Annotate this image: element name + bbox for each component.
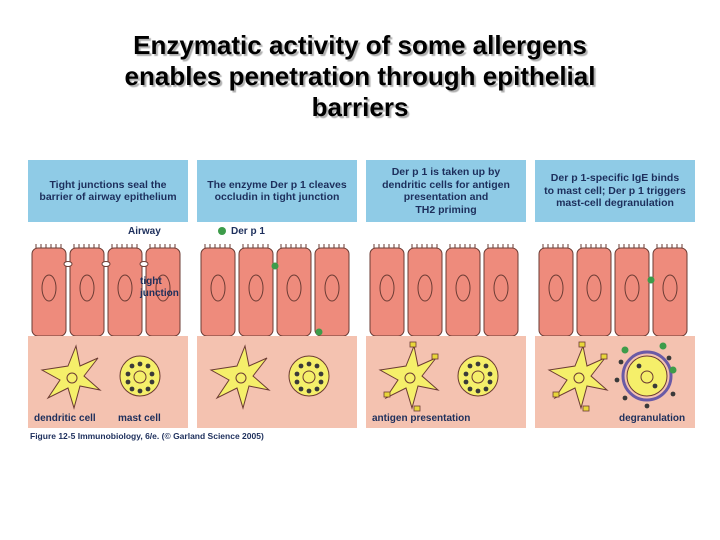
label-tight: tight	[140, 276, 162, 287]
panel-2-header-line-1: The enzyme Der p 1 cleaves	[207, 179, 347, 192]
panel-1-header: Tight junctions seal the barrier of airw…	[28, 160, 188, 222]
panel-3-header-line-1: Der p 1 is taken up by	[382, 166, 510, 179]
panel-2-header-line-2: occludin in tight junction	[207, 191, 347, 204]
panel-2-header: The enzyme Der p 1 cleaves occludin in t…	[197, 160, 357, 222]
label-airway: Airway	[128, 226, 161, 237]
panel-1: Tight junctions seal the barrier of airw…	[28, 160, 188, 428]
panel-2: The enzyme Der p 1 cleaves occludin in t…	[197, 160, 357, 428]
panel-1-header-line-1: Tight junctions seal the	[39, 179, 176, 192]
figure-caption: Figure 12-5 Immunobiology, 6/e. (© Garla…	[30, 431, 264, 441]
label-junction: junction	[140, 288, 179, 299]
label-antigen-presentation: antigen presentation	[372, 413, 470, 424]
slide-title-line-3: barriers	[40, 92, 680, 123]
panel-3-header-line-4: TH2 priming	[382, 204, 510, 217]
slide-title-line-2: enables penetration through epithelial	[40, 61, 680, 92]
label-degranulation: degranulation	[619, 413, 685, 424]
label-mast-cell: mast cell	[118, 413, 161, 424]
panel-1-header-line-2: barrier of airway epithelium	[39, 191, 176, 204]
panel-3: Der p 1 is taken up by dendritic cells f…	[366, 160, 526, 428]
epithelium	[535, 244, 695, 336]
immune-cells	[197, 336, 357, 428]
slide-title-line-1: Enzymatic activity of some allergens	[40, 30, 680, 61]
epithelium	[366, 244, 526, 336]
epithelium	[197, 244, 357, 336]
der-p1-icon	[217, 226, 227, 236]
panel-3-header: Der p 1 is taken up by dendritic cells f…	[366, 160, 526, 222]
dendritic-cell	[42, 346, 100, 408]
panel-4: Der p 1-specific IgE binds to mast cell;…	[535, 160, 695, 428]
slide-title: Enzymatic activity of some allergens ena…	[40, 30, 680, 123]
figure: Tight junctions seal the barrier of airw…	[28, 160, 694, 428]
panel-3-header-line-3: presentation and	[382, 191, 510, 204]
label-der-p1: Der p 1	[231, 226, 265, 237]
cilia	[36, 244, 175, 248]
label-dendritic-cell: dendritic cell	[34, 413, 96, 424]
panel-4-header-line-3: mast-cell degranulation	[544, 197, 686, 210]
panel-4-header: Der p 1-specific IgE binds to mast cell;…	[535, 160, 695, 222]
panel-4-header-line-1: Der p 1-specific IgE binds	[544, 172, 686, 185]
panel-3-header-line-2: dendritic cells for antigen	[382, 179, 510, 192]
panel-4-header-line-2: to mast cell; Der p 1 triggers	[544, 185, 686, 198]
